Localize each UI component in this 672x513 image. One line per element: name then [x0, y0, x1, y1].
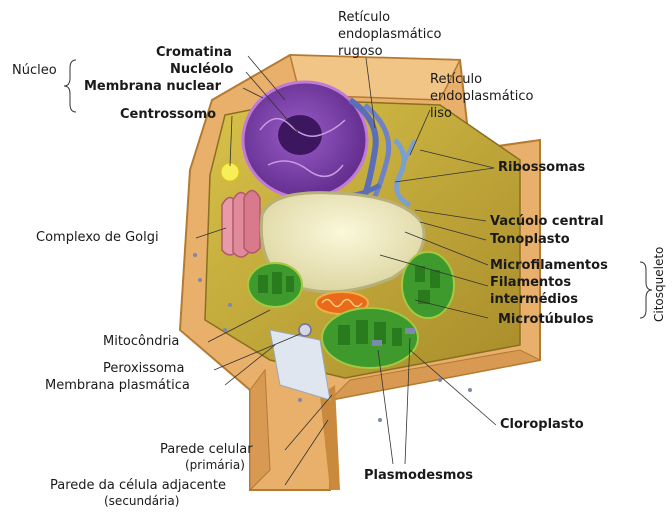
- label-centrossomo: Centrossomo: [120, 107, 216, 122]
- label-reticulo-liso-2: endoplasmático: [430, 89, 534, 104]
- label-parede-adjacente-secundaria: (secundária): [104, 494, 179, 509]
- label-membrana-plasmatica: Membrana plasmática: [45, 378, 190, 393]
- label-parede-adjacente: Parede da célula adjacente: [50, 478, 226, 493]
- label-peroxissoma: Peroxissoma: [103, 361, 184, 376]
- nucleus: [243, 82, 367, 198]
- peroxisome: [299, 324, 311, 336]
- label-reticulo-rugoso-1: Retículo: [338, 10, 390, 25]
- golgi-complex: [222, 191, 260, 258]
- label-parede-celular: Parede celular: [160, 442, 253, 457]
- label-filamentos: Filamentos: [490, 275, 571, 290]
- label-reticulo-liso-3: liso: [430, 106, 452, 121]
- label-cloroplasto: Cloroplasto: [500, 417, 584, 432]
- label-mitocondria: Mitocôndria: [103, 334, 179, 349]
- label-plasmodesmos: Plasmodesmos: [364, 468, 473, 483]
- label-membrana-nuclear: Membrana nuclear: [84, 79, 221, 94]
- label-reticulo-rugoso-2: endoplasmático: [338, 27, 442, 42]
- label-microtubulos: Microtúbulos: [498, 312, 594, 327]
- label-reticulo-rugoso-3: rugoso: [338, 44, 383, 59]
- label-complexo-golgi: Complexo de Golgi: [36, 230, 159, 245]
- label-intermedios: intermédios: [490, 292, 578, 307]
- label-nucleolo: Nucléolo: [170, 62, 233, 77]
- label-tonoplasto: Tonoplasto: [490, 232, 570, 247]
- chloroplast-bottom: [322, 308, 418, 368]
- label-reticulo-liso-1: Retículo: [430, 72, 482, 87]
- label-cromatina: Cromatina: [156, 45, 232, 60]
- label-ribossomas: Ribossomas: [498, 160, 585, 175]
- label-vacuolo-central: Vacúolo central: [490, 214, 604, 229]
- label-citosqueleto: Citosqueleto: [652, 247, 666, 322]
- label-microfilamentos: Microfilamentos: [490, 258, 608, 273]
- label-parede-celular-primaria: (primária): [185, 458, 245, 473]
- chloroplast-left: [248, 263, 302, 307]
- label-nucleo: Núcleo: [12, 63, 57, 78]
